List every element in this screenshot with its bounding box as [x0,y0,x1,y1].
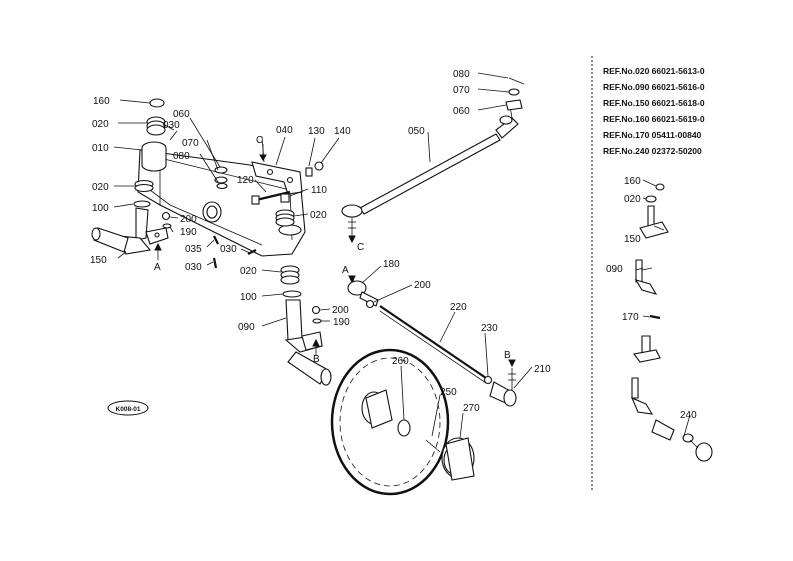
callout-130: 130 [308,126,325,137]
reference-parts-column [630,183,713,462]
tie-rod-assembly [341,77,525,236]
svg-text:K008-01: K008-01 [116,406,141,413]
callout-120: 120 [237,175,254,186]
callout-110: 110 [311,185,327,196]
leader-lines [113,72,691,439]
reference-line: REF.No.170 05411-00840 [603,130,702,140]
drag-link-assembly [347,275,517,407]
callout-270: 270 [463,403,480,414]
callout-070: 070 [453,85,470,96]
callout-150: 150 [90,255,107,266]
reference-line: REF.No.090 66021-5616-0 [603,82,705,92]
callout-160: 160 [93,96,110,107]
callout-190: 190 [180,227,197,238]
steering-wheel-assembly [330,348,475,496]
callout-060: 060 [453,106,470,117]
callout-080: 080 [453,69,470,80]
reference-line: REF.No.160 66021-5619-0 [603,114,705,124]
callout-140: 140 [334,126,351,137]
callout-020: 020 [624,194,641,205]
callout-030: 030 [163,120,180,131]
callout-020: 020 [92,119,109,130]
callout-020: 020 [92,182,109,193]
callout-250: 250 [440,387,457,398]
callout-220: 220 [450,302,467,313]
callout-150: 150 [624,234,641,245]
diagram-id-badge: K008-01 [107,400,149,416]
callout-160: 160 [624,176,641,187]
callout-A: A [342,265,349,276]
reference-arrows [154,144,516,368]
callout-060: 060 [173,109,190,120]
callout-170: 170 [622,312,639,323]
reference-line: REF.No.240 02372-50200 [603,146,702,156]
callout-190: 190 [333,317,350,328]
callout-030: 030 [220,244,237,255]
callout-210: 210 [534,364,551,375]
callout-200: 200 [180,214,197,225]
callout-A: A [154,262,161,273]
callout-100: 100 [240,292,257,303]
reference-list: REF.No.020 66021-5613-0 REF.No.090 66021… [603,66,705,156]
callout-labels: 160 020 030 010 060 070 080 C 040 130 14… [90,69,697,421]
callout-230: 230 [481,323,498,334]
callout-200: 200 [332,305,349,316]
callout-040: 040 [276,125,293,136]
callout-020: 020 [310,210,327,221]
callout-010: 010 [92,143,109,154]
callout-B: B [313,354,320,365]
callout-080: 080 [173,151,190,162]
callout-035: 035 [185,244,202,255]
reference-line: REF.No.020 66021-5613-0 [603,66,705,76]
callout-B: B [504,350,511,361]
callout-C: C [256,135,263,146]
callout-020: 020 [240,266,257,277]
callout-180: 180 [383,259,400,270]
callout-090: 090 [238,322,255,333]
callout-260: 260 [392,356,409,367]
axle-beam-assembly [91,98,332,386]
callout-050: 050 [408,126,425,137]
reference-line: REF.No.150 66021-5618-0 [603,98,705,108]
callout-070: 070 [182,138,199,149]
callout-090: 090 [606,264,623,275]
callout-240: 240 [680,410,697,421]
callout-100: 100 [92,203,109,214]
callout-C: C [357,242,364,253]
callout-200: 200 [414,280,431,291]
callout-030: 030 [185,262,202,273]
